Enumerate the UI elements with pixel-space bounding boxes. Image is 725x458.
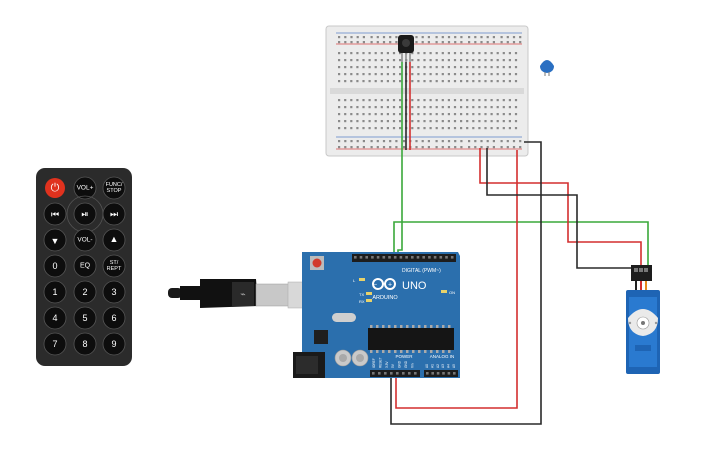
model-label: UNO (402, 280, 427, 292)
svg-text:+: + (388, 282, 392, 289)
power-pin-label: GND (404, 360, 408, 368)
svg-text:3: 3 (111, 287, 116, 297)
func-stop-button[interactable]: FUNC/ STOP (102, 176, 126, 200)
digital-header[interactable] (352, 254, 456, 262)
arduino-uno[interactable]: DIGITAL (PWM~) − + ARDUINO UNO L TX RX O… (293, 252, 460, 378)
svg-text:1: 1 (52, 287, 57, 297)
svg-text:5: 5 (82, 313, 87, 323)
zero-button[interactable]: 0 (43, 254, 67, 278)
power-pin-label: 3.3V (385, 361, 389, 368)
svg-text:⏭: ⏭ (110, 209, 118, 219)
analog-pin-label: A1 (430, 364, 434, 368)
analog-pin-label: A4 (447, 364, 451, 368)
wire-servo-ground[interactable] (486, 148, 635, 270)
svg-text:ON: ON (449, 290, 455, 295)
up-button[interactable]: ▲ (102, 228, 126, 252)
svg-text:▲: ▲ (110, 234, 119, 244)
breadboard[interactable] (325, 25, 529, 157)
analog-label: ANALOG IN (430, 354, 455, 359)
svg-text:4: 4 (52, 313, 57, 323)
wire-gnd[interactable] (390, 141, 542, 425)
digit-4-button[interactable]: 4 (43, 306, 67, 330)
svg-text:⏻: ⏻ (51, 182, 60, 194)
digit-6-button[interactable]: 6 (102, 306, 126, 330)
crystal (332, 313, 356, 322)
wire-servo-power[interactable] (479, 148, 642, 270)
power-pin-label: RESET (378, 357, 382, 368)
power-pin-label: GND (398, 360, 402, 368)
svg-text:0: 0 (52, 261, 57, 271)
next-button[interactable]: ⏭ (102, 202, 126, 226)
brand-label: ARDUINO (372, 295, 398, 301)
capacitor[interactable] (540, 60, 554, 76)
svg-text:RX: RX (359, 299, 365, 304)
svg-text:⏮: ⏮ (51, 209, 59, 219)
vol-up-button[interactable]: VOL+ (73, 176, 97, 200)
svg-text:STOP: STOP (107, 188, 122, 194)
power-label: POWER (395, 354, 413, 359)
play-pause-button[interactable]: ⏯ (73, 202, 97, 226)
eq-button[interactable]: EQ (73, 254, 97, 278)
prev-button[interactable]: ⏮ (43, 202, 67, 226)
power-pin-label: Vin (410, 363, 414, 368)
digit-7-button[interactable]: 7 (43, 332, 67, 356)
digital-pins (354, 256, 454, 259)
power-header[interactable] (370, 370, 420, 377)
arduino-logo: − + (372, 278, 396, 290)
digit-5-button[interactable]: 5 (73, 306, 97, 330)
svg-text:EQ: EQ (80, 263, 91, 270)
vol-down-button[interactable]: VOL- (73, 228, 97, 252)
svg-text:ST/: ST/ (110, 260, 119, 266)
status-leds: L TX RX ON (353, 278, 455, 304)
digit-2-button[interactable]: 2 (73, 280, 97, 304)
wire-servo-signal[interactable] (393, 221, 649, 270)
svg-text:VOL-: VOL- (77, 237, 92, 244)
digit-1-button[interactable]: 1 (43, 280, 67, 304)
usb-icon: ⌁ (240, 289, 245, 299)
digit-9-button[interactable]: 9 (102, 332, 126, 356)
svg-text:8: 8 (82, 339, 87, 349)
svg-text:6: 6 (111, 313, 116, 323)
svg-text:−: − (373, 282, 377, 289)
svg-text:REPT: REPT (107, 266, 122, 272)
atmega-chip (368, 328, 454, 350)
analog-pin-label: A5 (452, 364, 456, 368)
svg-text:TX: TX (359, 292, 364, 297)
digital-label: DIGITAL (PWM~) (402, 268, 441, 274)
svg-text:FUNC/: FUNC/ (106, 182, 123, 188)
analog-header[interactable] (424, 370, 458, 377)
svg-text:L: L (353, 278, 356, 283)
down-button[interactable]: ▼ (43, 228, 67, 252)
servo-motor[interactable] (626, 265, 660, 374)
digit-8-button[interactable]: 8 (73, 332, 97, 356)
wire-5v[interactable] (395, 150, 518, 409)
analog-pin-label: A3 (441, 364, 445, 368)
svg-text:VOL+: VOL+ (77, 185, 94, 192)
svg-text:7: 7 (52, 339, 57, 349)
usb-cable[interactable]: ⌁ (168, 279, 315, 309)
servo-connector[interactable] (631, 265, 652, 281)
svg-text:2: 2 (82, 287, 87, 297)
power-pin-label: 5V (391, 363, 395, 368)
ir-remote[interactable]: ⏻ VOL+ FUNC/ STOP ⏮ ⏯ ⏭ ▼ (36, 168, 132, 366)
regulator (314, 330, 328, 344)
svg-text:9: 9 (111, 339, 116, 349)
reset-button[interactable] (310, 256, 324, 270)
analog-pin-label: A2 (436, 364, 440, 368)
digit-3-button[interactable]: 3 (102, 280, 126, 304)
ir-receiver[interactable] (398, 35, 414, 62)
analog-pin-label: A0 (425, 364, 429, 368)
power-pin-label: IOREF (372, 358, 376, 368)
st-rept-button[interactable]: ST/ REPT (102, 254, 126, 278)
svg-text:⏯: ⏯ (81, 209, 88, 219)
svg-text:▼: ▼ (51, 236, 60, 246)
power-button[interactable]: ⏻ (45, 178, 65, 198)
